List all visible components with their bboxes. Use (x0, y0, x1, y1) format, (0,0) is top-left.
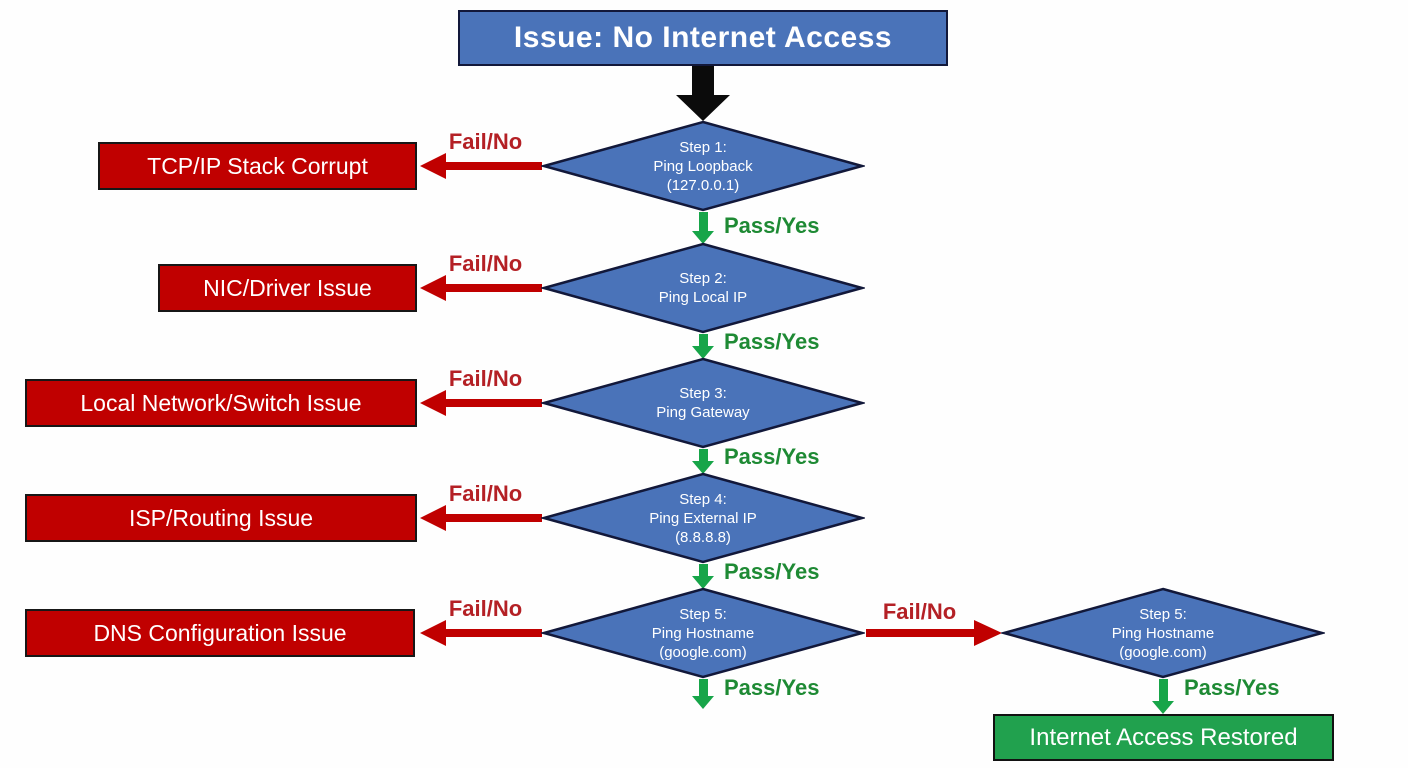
fail-no-label: Fail/No (448, 596, 523, 621)
arrow-head (692, 231, 714, 244)
decision-step3-diamond: Step 3: Ping Gateway (541, 357, 865, 449)
step-line: Step 3: (679, 385, 727, 402)
arrow-head (420, 505, 446, 531)
step-line: Ping Loopback (653, 157, 753, 175)
fail-no-label: Fail/No (882, 599, 957, 624)
fail-no-label: Fail/No (448, 129, 523, 154)
arrow-shaft (699, 334, 708, 346)
arrow-shaft (699, 564, 708, 576)
step-line: (8.8.8.8) (675, 528, 731, 546)
arrow-head (692, 346, 714, 359)
arrow-shaft (444, 284, 542, 292)
arrow-shaft (1159, 679, 1168, 701)
fail-no-label: Fail/No (448, 251, 523, 276)
decision-retry-text: Step 5: Ping Hostname (google.com) (1001, 587, 1325, 679)
arrow-head (420, 390, 446, 416)
arrow-shaft (444, 162, 542, 170)
diamond-shape (541, 472, 865, 564)
step-line: Step 5: (679, 605, 727, 623)
decision-step4-text: Step 4: Ping External IP (8.8.8.8) (541, 472, 865, 564)
fail-cause-box-nic: NIC/Driver Issue (158, 264, 417, 312)
fail-cause-box-dns: DNS Configuration Issue (25, 609, 415, 657)
arrow-head (420, 275, 446, 301)
arrow-shaft (699, 449, 708, 461)
diamond-shape (541, 120, 865, 212)
fail-cause-box-switch: Local Network/Switch Issue (25, 379, 417, 427)
fail-no-label: Fail/No (448, 366, 523, 391)
pass-yes-label: Pass/Yes (724, 213, 820, 238)
decision-step3-text: Step 3: Ping Gateway (541, 357, 865, 449)
arrow-shaft (444, 629, 542, 637)
step-line: Ping Gateway (656, 404, 750, 421)
step-line: Ping Hostname (1111, 624, 1215, 642)
decision-step1-diamond: Step 1: Ping Loopback (127.0.0.1) (541, 120, 865, 212)
arrow-head (692, 576, 714, 589)
arrow-head (420, 620, 446, 646)
step-line: (google.com) (659, 643, 747, 661)
decision-step1-text: Step 1: Ping Loopback (127.0.0.1) (541, 120, 865, 212)
arrow-head (692, 696, 714, 709)
step-line: Ping External IP (649, 509, 757, 527)
decision-step4-diamond: Step 4: Ping External IP (8.8.8.8) (541, 472, 865, 564)
diamond-shape (541, 242, 865, 334)
diamond-shape (1001, 587, 1325, 679)
arrow-shaft (444, 399, 542, 407)
step-line: Step 5: (1139, 605, 1187, 623)
step-line: Ping Local IP (658, 289, 748, 306)
step-line: Step 2: (679, 270, 727, 287)
pass-yes-label: Pass/Yes (724, 444, 820, 469)
arrow-head (1152, 701, 1174, 714)
issue-title-box: Issue: No Internet Access (458, 10, 948, 66)
decision-step2-text: Step 2: Ping Local IP (541, 242, 865, 334)
pass-yes-label: Pass/Yes (1184, 675, 1280, 700)
arrow-shaft (444, 514, 542, 522)
arrow-head (692, 461, 714, 474)
step-line: (google.com) (1119, 643, 1207, 661)
fail-no-label: Fail/No (448, 481, 523, 506)
arrow-head (420, 153, 446, 179)
arrow-head (974, 620, 1002, 646)
diamond-shape (541, 587, 865, 679)
arrow-shaft (692, 66, 714, 95)
fail-cause-box-isp: ISP/Routing Issue (25, 494, 417, 542)
success-box: Internet Access Restored (993, 714, 1334, 761)
step-line: Step 4: (679, 490, 727, 508)
fail-cause-box-tcpip: TCP/IP Stack Corrupt (98, 142, 417, 190)
arrow-head (676, 95, 730, 121)
arrow-shaft (699, 212, 708, 231)
decision-step5-text: Step 5: Ping Hostname (google.com) (541, 587, 865, 679)
step-line: (127.0.0.1) (666, 176, 740, 194)
arrow-shaft (699, 679, 708, 696)
decision-step2-diamond: Step 2: Ping Local IP (541, 242, 865, 334)
pass-yes-label: Pass/Yes (724, 559, 820, 584)
step-line: Ping Hostname (651, 624, 755, 642)
pass-yes-label: Pass/Yes (724, 675, 820, 700)
pass-yes-label: Pass/Yes (724, 329, 820, 354)
arrow-shaft (866, 629, 974, 637)
decision-step5-diamond: Step 5: Ping Hostname (google.com) (541, 587, 865, 679)
decision-retry-diamond: Step 5: Ping Hostname (google.com) (1001, 587, 1325, 679)
step-line: Step 1: (679, 138, 727, 156)
diamond-shape (541, 357, 865, 449)
